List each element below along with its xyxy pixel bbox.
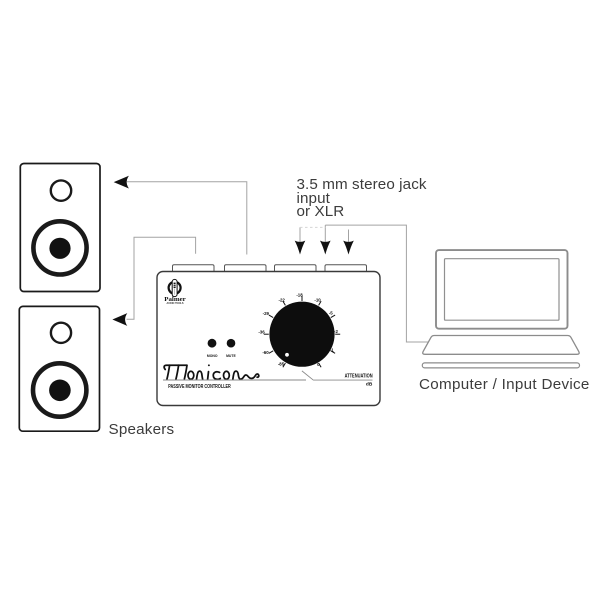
svg-text:0: 0: [317, 362, 320, 367]
svg-text:input: input: [297, 190, 331, 207]
svg-text:MUTE: MUTE: [226, 354, 236, 358]
svg-text:ATTENUATION: ATTENUATION: [345, 374, 373, 380]
svg-text:-2: -2: [334, 329, 338, 334]
svg-text:-22: -22: [279, 297, 286, 302]
svg-text:-18: -18: [296, 292, 303, 297]
svg-text:or XLR: or XLR: [297, 203, 345, 220]
svg-text:Computer / Input Device: Computer / Input Device: [419, 376, 590, 393]
svg-text:Speakers: Speakers: [109, 421, 175, 438]
svg-text:MONO: MONO: [207, 354, 218, 358]
svg-text:dB: dB: [366, 382, 373, 388]
svg-text:-85: -85: [278, 361, 285, 366]
svg-text:-1: -1: [330, 347, 334, 352]
svg-text:PASSIVE MONITOR CONTROLLER: PASSIVE MONITOR CONTROLLER: [168, 384, 231, 390]
svg-text:AUDIO TOOLS: AUDIO TOOLS: [167, 302, 184, 305]
svg-text:3.5 mm stereo jack: 3.5 mm stereo jack: [297, 176, 427, 193]
svg-text:-36: -36: [258, 330, 265, 335]
svg-text:Palmer: Palmer: [164, 296, 186, 303]
svg-text:-29: -29: [263, 311, 270, 316]
svg-text:-10: -10: [314, 298, 321, 303]
svg-text:-60: -60: [262, 350, 269, 355]
svg-text:-5: -5: [329, 310, 333, 315]
